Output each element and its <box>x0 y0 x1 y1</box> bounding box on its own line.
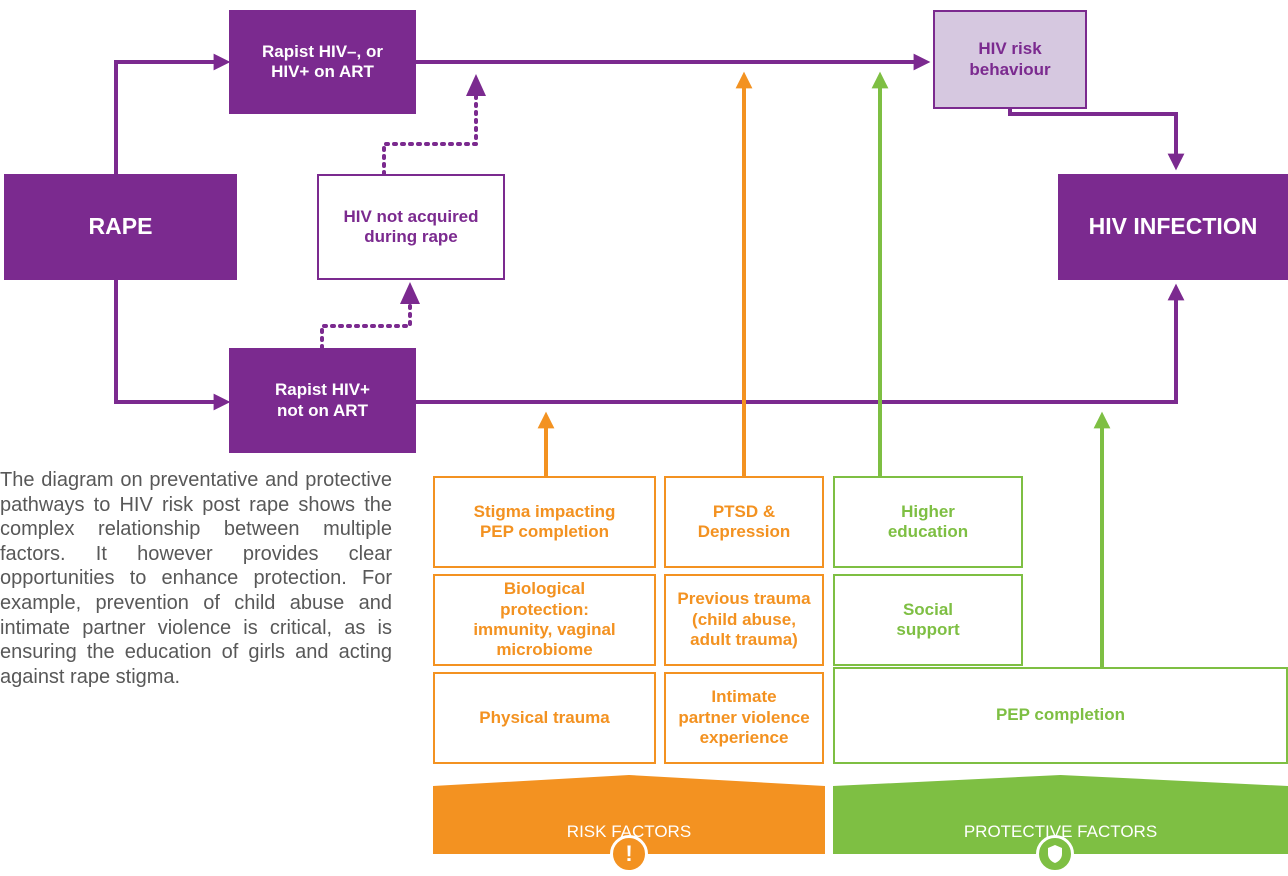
risk-factor-previous-trauma-label: Previous trauma (child abuse, adult trau… <box>677 589 811 650</box>
hiv-infection-label: HIV INFECTION <box>1088 213 1258 240</box>
rapist-hiv-negative-node: Rapist HIV–, or HIV+ on ART <box>229 10 416 114</box>
risk-factor-ptsd-label: PTSD & Depression <box>697 501 791 541</box>
risk-factor-physical-trauma-label: Physical trauma <box>479 707 610 727</box>
risk-factor-ptsd: PTSD & Depression <box>664 476 824 568</box>
dotted-not-acquired-to-rapist-neg <box>382 88 478 176</box>
arrow-rape-to-rapist-neg <box>114 53 231 174</box>
risk-factor-stigma-label: Stigma impacting PEP completion <box>473 501 616 541</box>
protective-factor-education: Higher education <box>833 476 1023 568</box>
arrow-risk-behaviour-to-infection <box>1008 109 1185 171</box>
arrow-rape-to-rapist-pos <box>114 280 231 411</box>
protective-factor-pep-label: PEP completion <box>995 705 1126 725</box>
diagram-description: The diagram on preventative and protecti… <box>0 469 392 688</box>
risk-factor-biological-label: Biological protection: immunity, vaginal… <box>473 579 616 660</box>
rapist-hiv-negative-label: Rapist HIV–, or HIV+ on ART <box>262 41 383 81</box>
risk-factor-physical-trauma: Physical trauma <box>433 672 656 764</box>
protective-factor-education-label: Higher education <box>887 501 969 541</box>
protective-factors-label: PROTECTIVE FACTORS <box>963 822 1158 841</box>
exclamation-icon: ! <box>610 835 648 873</box>
hiv-risk-behaviour-label: HIV risk behaviour <box>969 39 1051 79</box>
risk-factors-label: RISK FACTORS <box>566 822 692 841</box>
rape-label: RAPE <box>88 213 153 240</box>
protective-factor-pep: PEP completion <box>833 667 1288 764</box>
shield-icon <box>1036 835 1074 873</box>
rapist-hiv-positive-label: Rapist HIV+ not on ART <box>275 380 370 420</box>
rape-node: RAPE <box>4 174 237 280</box>
protective-factors-banner: PROTECTIVE FACTORS <box>833 775 1288 854</box>
hiv-not-acquired-label: HIV not acquired during rape <box>343 206 479 246</box>
risk-factor-ipv: Intimate partner violence experience <box>664 672 824 764</box>
risk-factor-previous-trauma: Previous trauma (child abuse, adult trau… <box>664 574 824 666</box>
dotted-not-acquired-to-rapist-neg-head <box>466 74 486 96</box>
risk-factor-biological: Biological protection: immunity, vaginal… <box>433 574 656 666</box>
hiv-not-acquired-node: HIV not acquired during rape <box>317 174 505 280</box>
arrow-rapist-pos-to-infection <box>416 283 1185 404</box>
risk-factor-stigma: Stigma impacting PEP completion <box>433 476 656 568</box>
dotted-rapist-pos-to-not-acquired <box>320 288 412 350</box>
hiv-risk-behaviour-node: HIV risk behaviour <box>933 10 1087 109</box>
protective-factor-social-support-label: Social support <box>896 599 960 639</box>
dotted-rapist-pos-to-not-acquired-head <box>400 282 420 304</box>
risk-factor-ipv-label: Intimate partner violence experience <box>678 687 810 748</box>
hiv-infection-node: HIV INFECTION <box>1058 174 1288 280</box>
protective-factor-social-support: Social support <box>833 574 1023 666</box>
rapist-hiv-positive-node: Rapist HIV+ not on ART <box>229 348 416 453</box>
